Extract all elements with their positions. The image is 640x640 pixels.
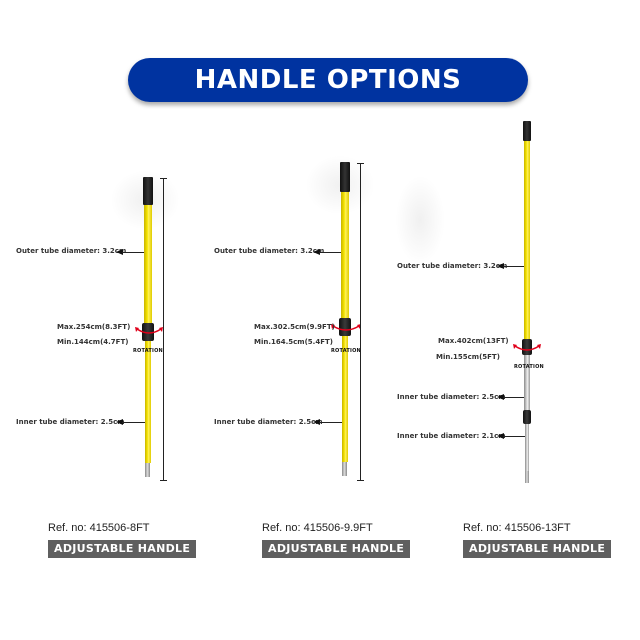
page-title: HANDLE OPTIONS: [194, 65, 462, 95]
max-length-label: Max.254cm(8.3FT): [57, 323, 131, 331]
leader-line: [319, 252, 341, 253]
outer-tube: [144, 205, 152, 325]
inner-diameter-label: Inner tube diameter: 2.5cm: [214, 418, 323, 426]
inner-diameter-2-label: Inner tube diameter: 2.1cm: [397, 432, 506, 440]
arrow-icon: [116, 419, 123, 425]
leader-line: [122, 252, 144, 253]
reference-number: Ref. no: 415506-13FT: [463, 522, 571, 534]
leader-line: [503, 397, 524, 398]
rotation-arrow-icon: [513, 344, 541, 351]
inner-tube: [145, 341, 151, 463]
max-length-label: Max.302.5cm(9.9FT): [254, 323, 335, 331]
leader-line: [319, 422, 342, 423]
rotation-label: ROTATION: [514, 364, 544, 370]
reference-number: Ref. no: 415506-8FT: [48, 522, 150, 534]
product-tag: ADJUSTABLE HANDLE: [262, 540, 410, 558]
threaded-tip: [145, 463, 150, 477]
dimension-line: [163, 178, 164, 480]
inner-tube: [524, 355, 530, 411]
arrow-icon: [497, 433, 504, 439]
min-length-label: Min.144cm(4.7FT): [57, 338, 129, 346]
dimension-cap-bottom: [160, 480, 167, 481]
reference-number: Ref. no: 415506-9.9FT: [262, 522, 373, 534]
lock-collar: [339, 318, 351, 336]
leader-line: [503, 266, 524, 267]
min-length-label: Min.155cm(5FT): [436, 353, 500, 361]
lock-collar-lower: [523, 410, 531, 424]
dimension-line: [360, 163, 361, 480]
outer-tube: [524, 141, 530, 339]
outer-diameter-label: Outer tube diameter: 3.2cm: [397, 262, 508, 270]
arrow-icon: [497, 394, 504, 400]
outer-tube: [341, 192, 349, 320]
rotation-label: ROTATION: [133, 348, 163, 354]
product-tag: ADJUSTABLE HANDLE: [463, 540, 611, 558]
threaded-tip: [525, 471, 529, 483]
inner-tube-lower: [525, 424, 529, 472]
max-length-label: Max.402cm(13FT): [438, 337, 509, 345]
outer-diameter-label: Outer tube diameter: 3.2cm: [214, 247, 325, 255]
rotation-arrow-icon: [135, 327, 163, 334]
arrow-icon: [313, 419, 320, 425]
handle-grip: [340, 162, 350, 192]
leader-line: [503, 436, 525, 437]
handle-grip: [523, 121, 531, 141]
min-length-label: Min.164.5cm(5.4FT): [254, 338, 333, 346]
arrow-icon: [313, 249, 320, 255]
outer-diameter-label: Outer tube diameter: 3.2cm: [16, 247, 127, 255]
arrow-icon: [116, 249, 123, 255]
title-banner: HANDLE OPTIONS: [128, 58, 528, 102]
dimension-cap-bottom: [357, 480, 364, 481]
product-tag: ADJUSTABLE HANDLE: [48, 540, 196, 558]
inner-diameter-label: Inner tube diameter: 2.5cm: [397, 393, 506, 401]
leader-line: [122, 422, 145, 423]
pole-shadow: [395, 175, 445, 265]
inner-tube: [342, 336, 348, 462]
threaded-tip: [342, 462, 347, 476]
rotation-label: ROTATION: [331, 348, 361, 354]
handle-grip: [143, 177, 153, 205]
inner-diameter-label: Inner tube diameter: 2.5cm: [16, 418, 125, 426]
arrow-icon: [497, 263, 504, 269]
lock-collar: [522, 339, 532, 355]
lock-collar: [142, 323, 154, 341]
